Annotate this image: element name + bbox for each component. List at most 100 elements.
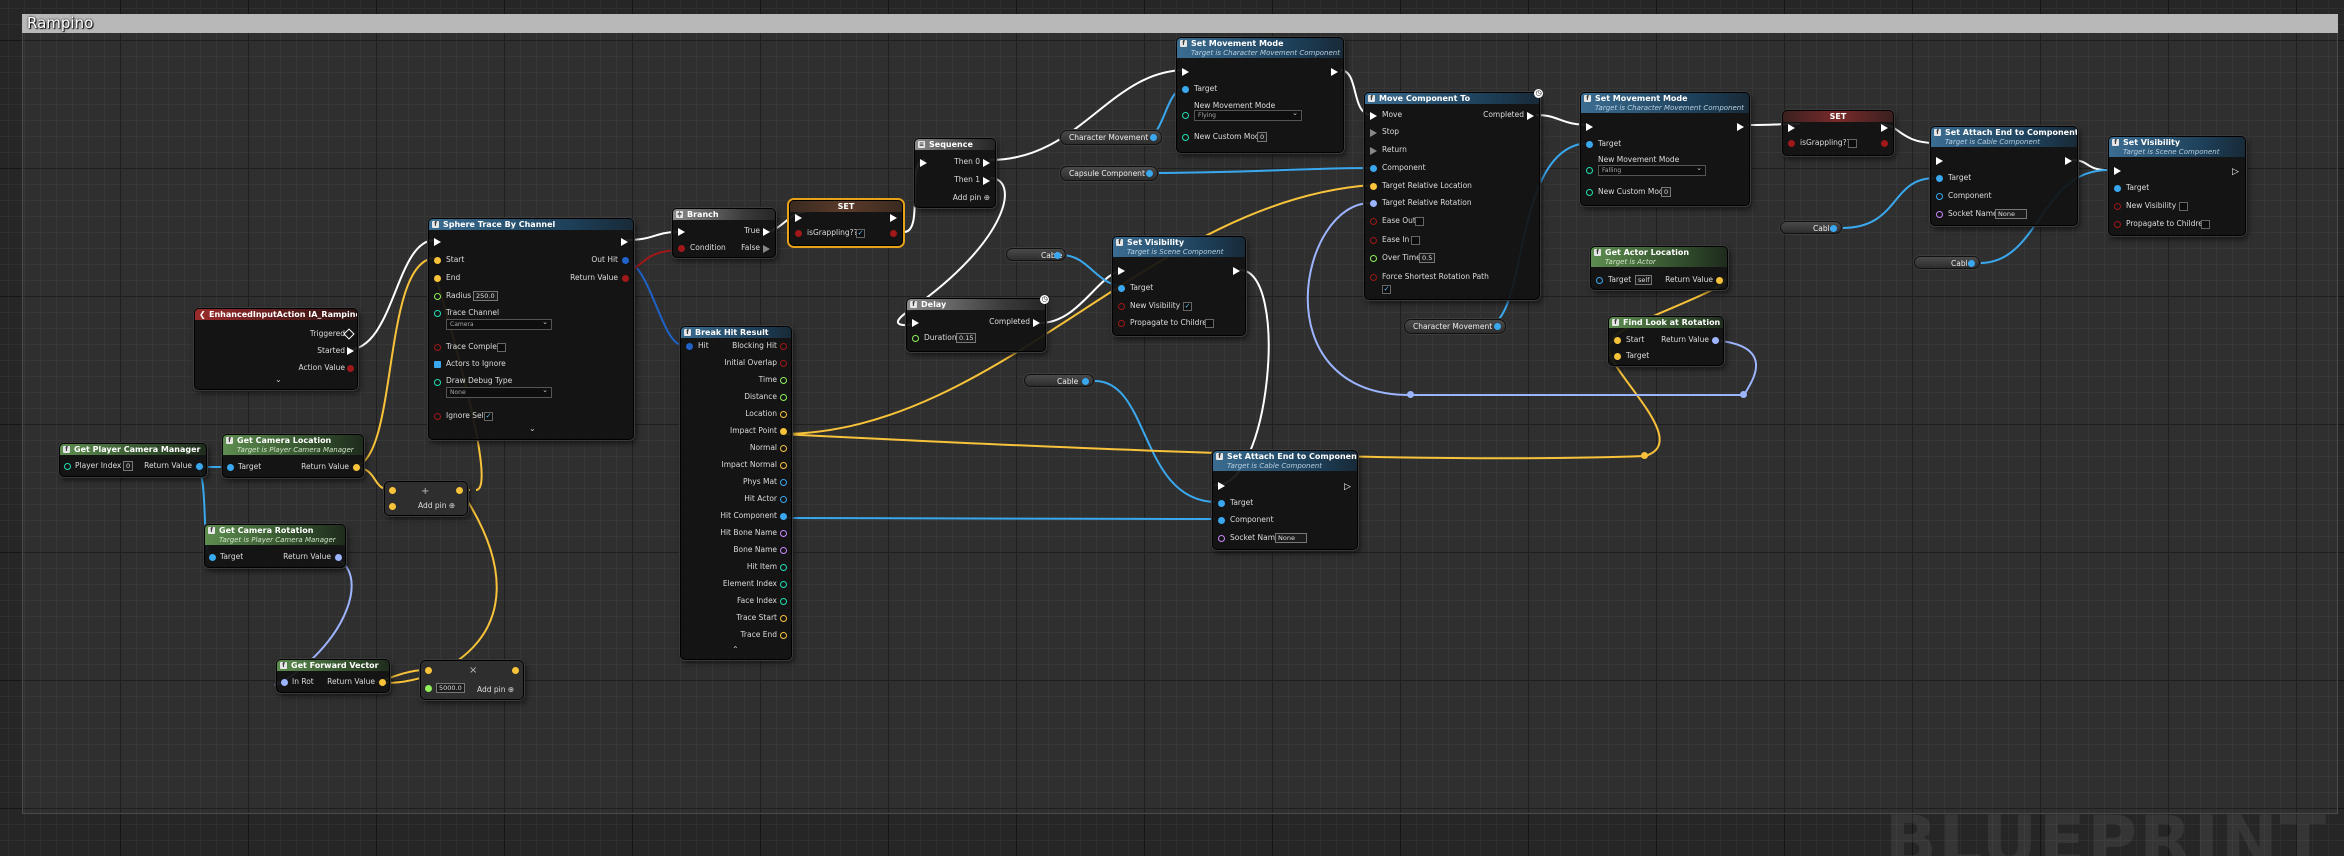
struct-pin[interactable]: [686, 343, 693, 350]
enum-pin[interactable]: [434, 379, 441, 386]
object-pin[interactable]: [1054, 252, 1061, 259]
object-pin[interactable]: [1218, 517, 1225, 524]
cable-getter-1[interactable]: Cable: [1006, 248, 1066, 261]
object-pin[interactable]: [1494, 323, 1501, 330]
player-index-input[interactable]: 0: [123, 461, 134, 471]
output-pin[interactable]: [780, 513, 787, 520]
vector-pin[interactable]: [389, 503, 396, 510]
float-pin[interactable]: [425, 685, 432, 692]
exec-out-pin[interactable]: [1033, 319, 1040, 327]
sequence-node[interactable]: ≡Sequence Then 0 Then 1 Add pin ⊕: [914, 138, 996, 208]
object-pin[interactable]: [2114, 185, 2121, 192]
exec-in-pin[interactable]: [678, 228, 685, 236]
vector-pin[interactable]: [1614, 353, 1621, 360]
output-pin[interactable]: [780, 479, 787, 486]
exec-in-pin[interactable]: [1218, 482, 1225, 490]
vector-pin[interactable]: [379, 679, 386, 686]
grappling-checkbox[interactable]: ✓: [856, 229, 865, 238]
output-pin[interactable]: [780, 394, 787, 401]
vector-pin[interactable]: [389, 487, 396, 494]
exec-in-pin[interactable]: [1788, 124, 1795, 132]
rotator-pin[interactable]: [281, 679, 288, 686]
add-vector-node-1[interactable]: + Add pin ⊕: [384, 481, 468, 516]
rotator-pin[interactable]: [1370, 200, 1377, 207]
bool-pin[interactable]: [1788, 140, 1795, 147]
comment-header[interactable]: [22, 14, 2338, 33]
bool-pin[interactable]: [1370, 218, 1377, 225]
collapse-chevron-icon[interactable]: ⌃: [732, 645, 739, 654]
exec-move-pin[interactable]: [1370, 112, 1377, 120]
name-pin[interactable]: [1936, 211, 1943, 218]
exec-out-pin[interactable]: [1737, 123, 1744, 131]
object-pin[interactable]: [1370, 165, 1377, 172]
object-pin[interactable]: [1968, 260, 1975, 267]
output-pin[interactable]: [780, 411, 787, 418]
output-pin[interactable]: [780, 360, 787, 367]
exec-out-pin[interactable]: ▷: [2232, 167, 2239, 177]
exec-in-pin[interactable]: [434, 238, 441, 246]
cable-getter-4[interactable]: Cable: [1914, 256, 1980, 269]
float-pin[interactable]: [912, 335, 919, 342]
bool-pin[interactable]: [795, 230, 802, 237]
bool-pin[interactable]: [622, 275, 629, 282]
enum-pin[interactable]: [434, 310, 441, 317]
float-pin[interactable]: [1370, 255, 1377, 262]
exec-in-pin[interactable]: [1936, 157, 1943, 165]
bool-pin[interactable]: [678, 245, 685, 252]
add-pin-icon[interactable]: ⊕: [983, 193, 990, 202]
object-pin[interactable]: [1118, 285, 1125, 292]
radius-input[interactable]: 250.0: [473, 291, 498, 301]
int-pin[interactable]: [64, 463, 71, 470]
bool-pin[interactable]: [347, 365, 354, 372]
output-pin[interactable]: [780, 547, 787, 554]
add-pin-button[interactable]: Add pin: [952, 193, 982, 202]
bool-pin[interactable]: [1370, 237, 1377, 244]
object-pin[interactable]: [1596, 277, 1603, 284]
exec-out-pin[interactable]: ▷: [1344, 482, 1351, 492]
float-pin[interactable]: [434, 293, 441, 300]
add-pin-icon[interactable]: ⊕: [448, 501, 456, 510]
ignore-self-checkbox[interactable]: ✓: [484, 412, 493, 421]
add-pin-button[interactable]: Add pin: [418, 501, 447, 510]
duration-input[interactable]: 0.15: [956, 333, 977, 343]
exec-out-pin[interactable]: [2065, 157, 2072, 165]
exec-in-pin[interactable]: [1586, 123, 1593, 131]
expand-chevron-icon[interactable]: ⌄: [275, 375, 282, 384]
output-pin[interactable]: [780, 581, 787, 588]
output-pin[interactable]: [780, 377, 787, 384]
socket-name-input[interactable]: None: [1995, 209, 2027, 219]
exec-in-pin[interactable]: [795, 214, 802, 222]
exec-out-pin[interactable]: [1233, 267, 1240, 275]
vector-pin[interactable]: [434, 257, 441, 264]
expand-chevron-icon[interactable]: ⌄: [529, 424, 536, 433]
multiplier-input[interactable]: 5000.0: [436, 683, 465, 693]
exec-return-pin[interactable]: [1370, 147, 1377, 155]
new-visibility-checkbox[interactable]: [2179, 202, 2188, 211]
exec-in-pin[interactable]: [912, 319, 919, 327]
object-pin[interactable]: [209, 554, 216, 561]
bool-pin[interactable]: [2114, 221, 2121, 228]
output-pin[interactable]: [780, 632, 787, 639]
character-movement-getter-2[interactable]: Character Movement: [1404, 319, 1506, 334]
socket-name-input[interactable]: None: [1275, 533, 1307, 543]
propagate-checkbox[interactable]: [2201, 220, 2210, 229]
capsule-component-getter[interactable]: Capsule Component: [1060, 166, 1158, 181]
exec-in-pin[interactable]: [1182, 68, 1189, 76]
exec-out-pin[interactable]: [621, 238, 628, 246]
over-time-input[interactable]: 0.5: [1419, 253, 1436, 263]
movement-mode-dropdown[interactable]: Falling: [1598, 164, 1706, 176]
exec-then0-pin[interactable]: [983, 159, 990, 167]
object-pin[interactable]: [1082, 378, 1089, 385]
output-pin[interactable]: [780, 615, 787, 622]
bool-pin[interactable]: [890, 230, 897, 237]
vector-pin[interactable]: [1614, 337, 1621, 344]
vector-pin[interactable]: [1716, 277, 1723, 284]
